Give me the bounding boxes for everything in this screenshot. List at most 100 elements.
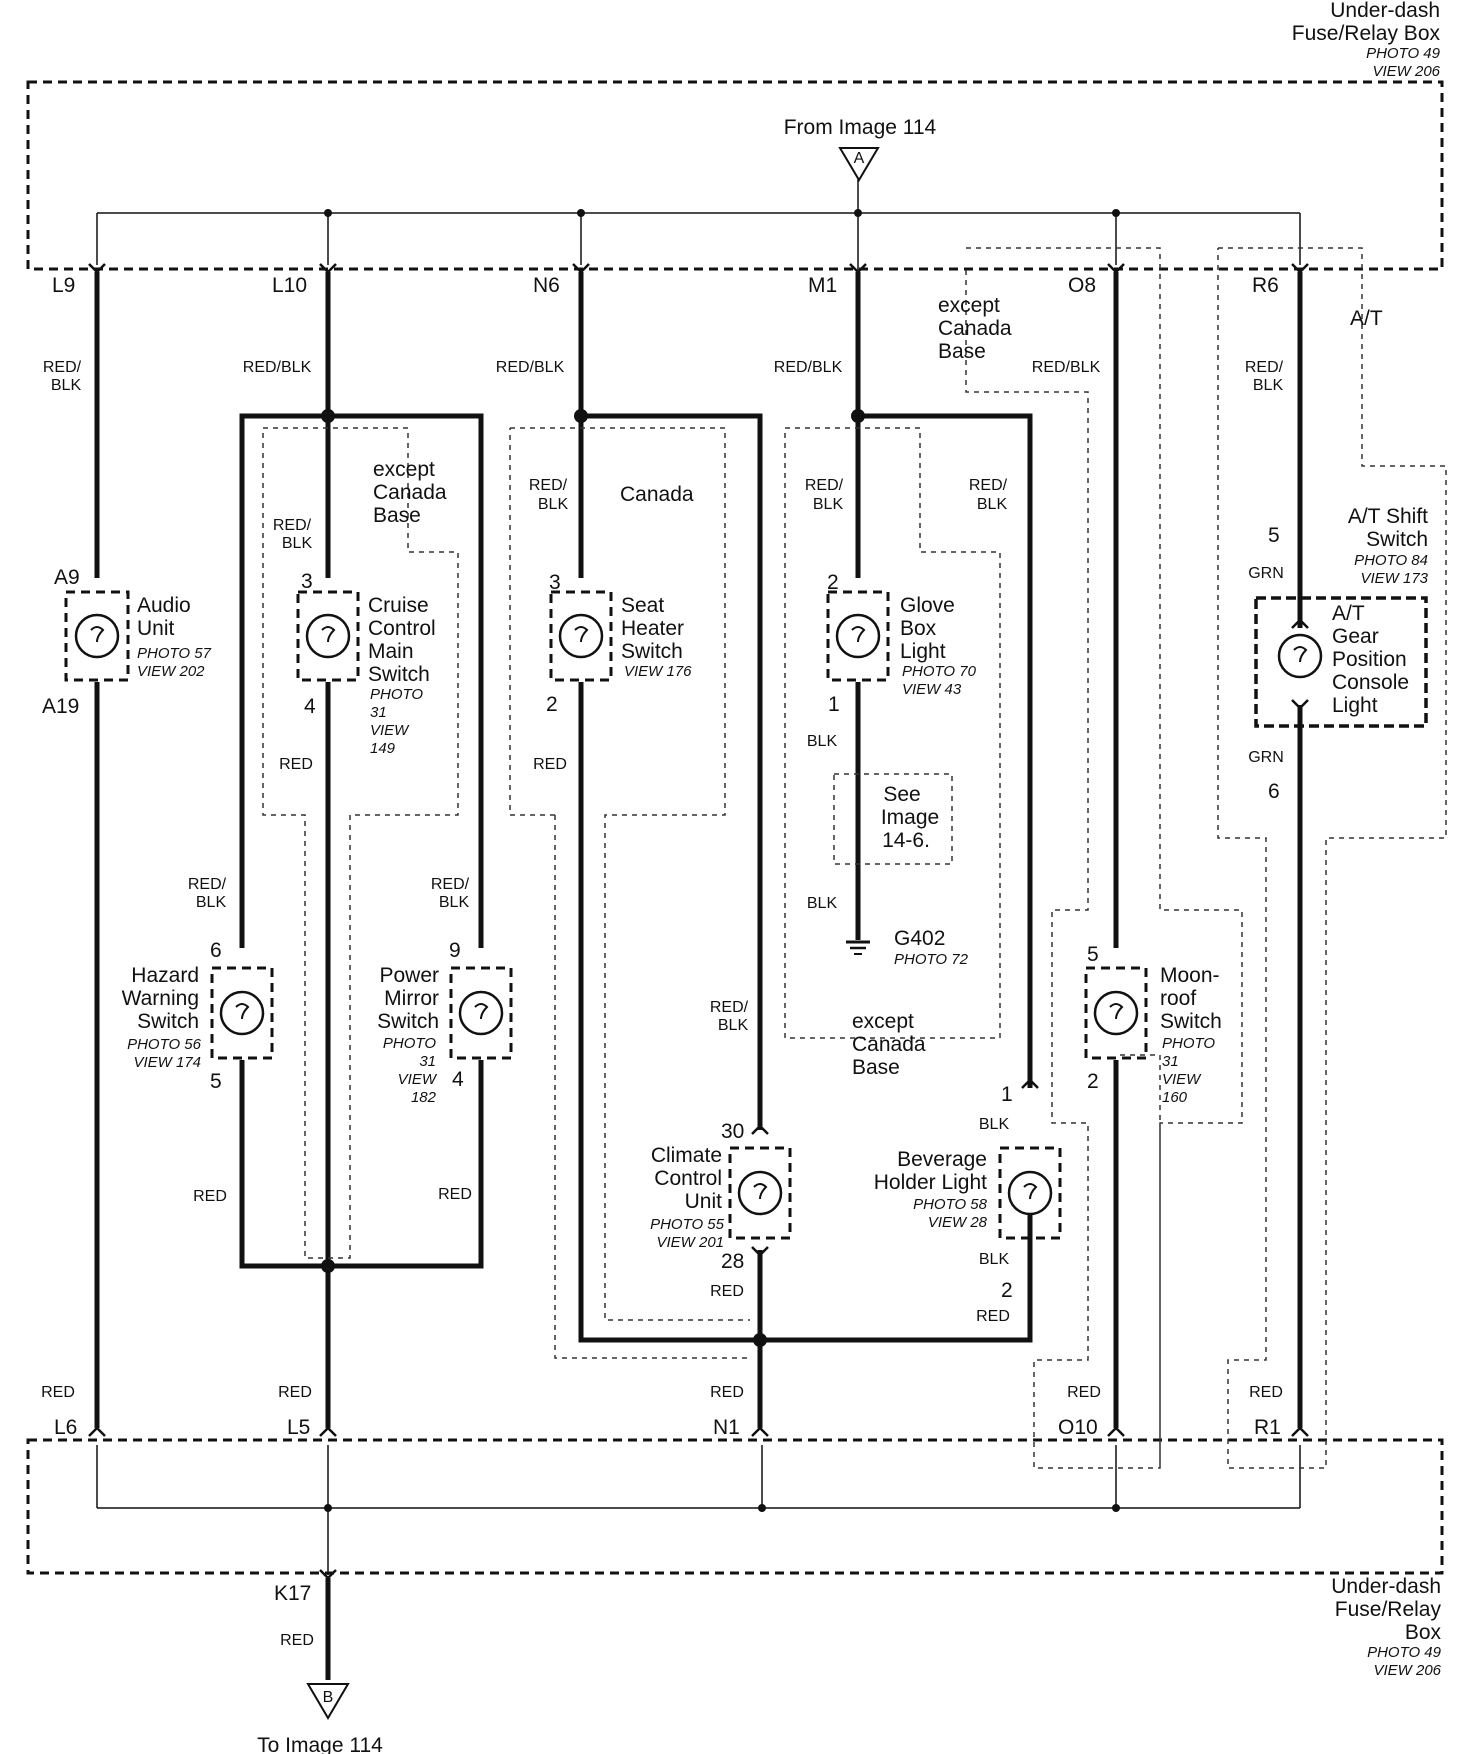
svg-text:BLK: BLK xyxy=(813,496,844,513)
svg-text:Warning: Warning xyxy=(122,987,199,1010)
svg-text:A9: A9 xyxy=(54,566,80,589)
svg-text:Control: Control xyxy=(654,1167,722,1190)
svg-text:VIEW: VIEW xyxy=(398,1071,438,1088)
svg-text:RED/: RED/ xyxy=(969,477,1008,494)
from-image-connector[interactable]: From Image 114 A xyxy=(784,116,937,182)
at-gear-position-console-light[interactable]: A/T Gear Position Console Light xyxy=(1254,596,1428,728)
svg-text:6: 6 xyxy=(210,939,222,962)
svg-text:Switch: Switch xyxy=(621,640,683,663)
seat-heater-switch[interactable]: Seat Heater Switch VIEW 176 xyxy=(549,590,692,682)
svg-text:PHOTO: PHOTO xyxy=(370,686,423,703)
svg-text:BLK: BLK xyxy=(196,894,227,911)
svg-text:Box: Box xyxy=(900,617,937,640)
svg-text:Switch: Switch xyxy=(1366,528,1428,551)
bottom-busbar xyxy=(96,1445,1301,1575)
svg-text:A19: A19 xyxy=(42,695,79,718)
svg-text:Switch: Switch xyxy=(1160,1010,1222,1033)
pin-numbers: A9 A19 3 4 3 2 2 1 5 6 6 5 9 4 5 2 30 28… xyxy=(42,524,1280,1302)
svg-text:28: 28 xyxy=(721,1250,744,1273)
svg-text:To Image 114: To Image 114 xyxy=(257,1734,383,1754)
connector-markers xyxy=(88,263,1309,1580)
svg-text:4: 4 xyxy=(452,1068,464,1091)
bottom-fuse-box-outline xyxy=(26,1438,1444,1575)
svg-text:PHOTO 56: PHOTO 56 xyxy=(127,1036,202,1053)
bottom-fuse-box-label: Under-dash Fuse/Relay Box VIEW 206 PHOTO… xyxy=(1331,1575,1441,1679)
svg-text:RED/BLK: RED/BLK xyxy=(774,359,843,376)
svg-text:Switch: Switch xyxy=(137,1010,199,1033)
svg-text:3: 3 xyxy=(549,571,561,594)
svg-text:VIEW 176: VIEW 176 xyxy=(624,663,692,680)
svg-text:VIEW 206: VIEW 206 xyxy=(1373,1662,1441,1679)
svg-text:Glove: Glove xyxy=(900,594,955,617)
hazard-warning-switch[interactable]: Hazard Warning Switch PHOTO 56 VIEW 174 xyxy=(122,964,274,1071)
climate-control-unit[interactable]: Climate Control Unit PHOTO 55 VIEW 201 xyxy=(650,1144,792,1251)
svg-text:2: 2 xyxy=(1001,1279,1013,1302)
svg-text:L5: L5 xyxy=(287,1416,310,1439)
svg-text:Fuse/Relay Box: Fuse/Relay Box xyxy=(1292,22,1441,45)
to-image-connector[interactable]: B To Image 114 xyxy=(257,1683,383,1754)
svg-text:L10: L10 xyxy=(272,274,307,297)
beverage-holder-light[interactable]: Beverage Holder Light PHOTO 58 VIEW 28 xyxy=(874,1146,1062,1240)
svg-text:RED: RED xyxy=(193,1188,227,1205)
svg-text:5: 5 xyxy=(1268,524,1280,547)
svg-text:5: 5 xyxy=(1087,943,1099,966)
svg-text:VIEW: VIEW xyxy=(1162,1071,1202,1088)
see-image-note: See Image 14-6. xyxy=(881,783,939,852)
ground-g402: G402 PHOTO 72 xyxy=(846,927,969,968)
svg-text:BLK: BLK xyxy=(979,1251,1010,1268)
svg-text:Switch: Switch xyxy=(368,663,430,686)
svg-text:Image: Image xyxy=(881,806,939,829)
svg-text:Unit: Unit xyxy=(685,1190,723,1213)
svg-text:RED/: RED/ xyxy=(710,999,749,1016)
svg-text:Canada: Canada xyxy=(938,317,1012,340)
svg-text:RED/: RED/ xyxy=(805,477,844,494)
power-mirror-switch[interactable]: Power Mirror Switch PHOTO 31 VIEW 182 xyxy=(377,964,513,1106)
variant-notes: except Canada Base A/T except Canada Bas… xyxy=(373,294,1383,1079)
svg-text:GRN: GRN xyxy=(1248,565,1284,582)
svg-text:A/T: A/T xyxy=(1332,602,1365,625)
svg-text:PHOTO 58: PHOTO 58 xyxy=(913,1196,988,1213)
moonroof-switch[interactable]: Moon- roof Switch PHOTO 31 VIEW 160 xyxy=(1084,964,1222,1106)
glove-box-light[interactable]: Glove Box Light PHOTO 70 VIEW 43 xyxy=(826,590,977,698)
cruise-control-main-switch[interactable]: Cruise Control Main Switch PHOTO 31 VIEW… xyxy=(296,590,436,757)
svg-text:14-6.: 14-6. xyxy=(882,829,930,852)
svg-text:BLK: BLK xyxy=(1253,377,1284,394)
svg-text:O10: O10 xyxy=(1058,1416,1098,1439)
audio-unit[interactable]: Audio Unit PHOTO 57 VIEW 202 xyxy=(64,590,212,682)
svg-text:3: 3 xyxy=(301,570,313,593)
svg-text:1: 1 xyxy=(828,693,840,716)
svg-text:31: 31 xyxy=(370,704,387,721)
svg-text:RED/: RED/ xyxy=(1245,359,1284,376)
svg-text:Base: Base xyxy=(852,1056,900,1079)
top-busbar xyxy=(96,165,1301,270)
svg-text:RED: RED xyxy=(280,1632,314,1649)
svg-text:160: 160 xyxy=(1162,1089,1188,1106)
svg-text:VIEW 174: VIEW 174 xyxy=(133,1054,201,1071)
svg-text:Heater: Heater xyxy=(621,617,684,640)
svg-text:Base: Base xyxy=(938,340,986,363)
svg-text:BLK: BLK xyxy=(807,895,838,912)
svg-text:RED: RED xyxy=(278,1384,312,1401)
svg-text:Fuse/Relay: Fuse/Relay xyxy=(1335,1598,1442,1621)
svg-text:Audio: Audio xyxy=(137,594,191,617)
svg-text:PHOTO 84: PHOTO 84 xyxy=(1354,552,1428,569)
svg-text:VIEW 43: VIEW 43 xyxy=(902,681,962,698)
svg-text:PHOTO 70: PHOTO 70 xyxy=(902,663,977,680)
svg-text:PHOTO 72: PHOTO 72 xyxy=(894,951,969,968)
at-shift-switch-label: A/T Shift Switch PHOTO 84 VIEW 173 xyxy=(1348,505,1429,587)
svg-text:BLK: BLK xyxy=(977,496,1008,513)
svg-text:Main: Main xyxy=(368,640,414,663)
svg-text:Canada: Canada xyxy=(852,1033,926,1056)
svg-text:BLK: BLK xyxy=(979,1116,1010,1133)
svg-text:Box: Box xyxy=(1405,1621,1442,1644)
svg-text:31: 31 xyxy=(419,1053,436,1070)
svg-text:VIEW 201: VIEW 201 xyxy=(656,1234,724,1251)
svg-text:30: 30 xyxy=(721,1120,744,1143)
terminal-labels: L9 L10 N6 M1 O8 R6 L6 L5 N1 O10 R1 K17 xyxy=(52,274,1281,1605)
svg-text:BLK: BLK xyxy=(282,535,313,552)
svg-text:RED: RED xyxy=(533,756,567,773)
svg-text:PHOTO: PHOTO xyxy=(1162,1035,1215,1052)
svg-text:Moon-: Moon- xyxy=(1160,964,1220,987)
svg-text:A/T: A/T xyxy=(1350,307,1383,330)
